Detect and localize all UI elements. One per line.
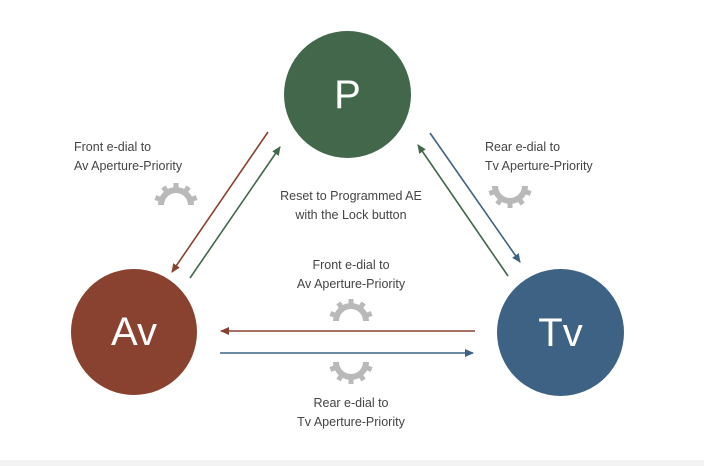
label-line: Av Aperture-Priority [296, 277, 406, 291]
reset-label: Reset to Programmed AE with the Lock but… [253, 187, 449, 225]
label-line: Front e-dial to [312, 258, 390, 272]
av-mode-node: Av [71, 269, 197, 395]
label-line: Av Aperture-Priority [74, 159, 183, 173]
front-dial-av-label-mid: Front e-dial to Av Aperture-Priority [268, 256, 434, 294]
label-line: Tv Aperture-Priority [297, 415, 405, 429]
arrow-p-to-tv [429, 132, 521, 263]
arrow-p-to-av [171, 131, 269, 273]
p-mode-node: P [284, 31, 411, 158]
rear-dial-tv-label-bottom: Rear e-dial to Tv Aperture-Priority [268, 394, 434, 432]
dial-icon [488, 186, 532, 208]
label-line: with the Lock button [295, 208, 407, 222]
label-line: Rear e-dial to [313, 396, 389, 410]
tv-mode-node: Tv [497, 269, 624, 396]
arrow-av-to-p [189, 146, 281, 279]
label-line: Front e-dial to [74, 140, 152, 154]
label-line: Reset to Programmed AE [280, 189, 422, 203]
rear-dial-tv-label-top: Rear e-dial to Tv Aperture-Priority [485, 138, 593, 176]
front-dial-av-label-top: Front e-dial to Av Aperture-Priority [74, 138, 182, 176]
arrow-tv-to-p [417, 144, 509, 277]
dial-icon [329, 362, 373, 384]
label-line: Rear e-dial to [485, 140, 561, 154]
dial-icon [329, 299, 373, 321]
label-line: Tv Aperture-Priority [485, 159, 593, 173]
dial-icon [154, 183, 198, 205]
